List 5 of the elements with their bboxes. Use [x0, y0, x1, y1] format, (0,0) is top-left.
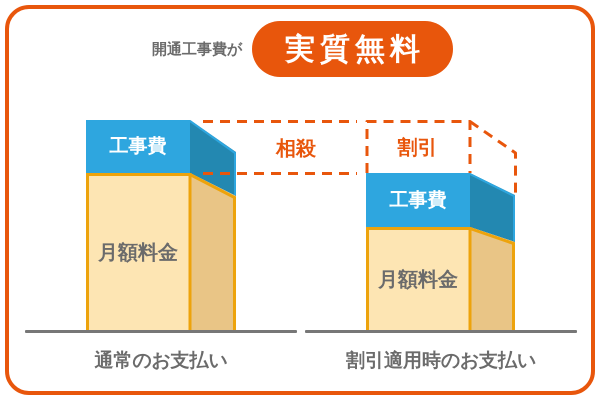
- caption-label: 通常のお支払い: [94, 350, 228, 372]
- caption-label: 割引適用時のお支払い: [346, 350, 536, 372]
- lead-text: 開通工事費が: [152, 40, 242, 58]
- highlight-pill: 実質無料: [252, 21, 453, 77]
- cost-block: 工事費: [86, 120, 236, 196]
